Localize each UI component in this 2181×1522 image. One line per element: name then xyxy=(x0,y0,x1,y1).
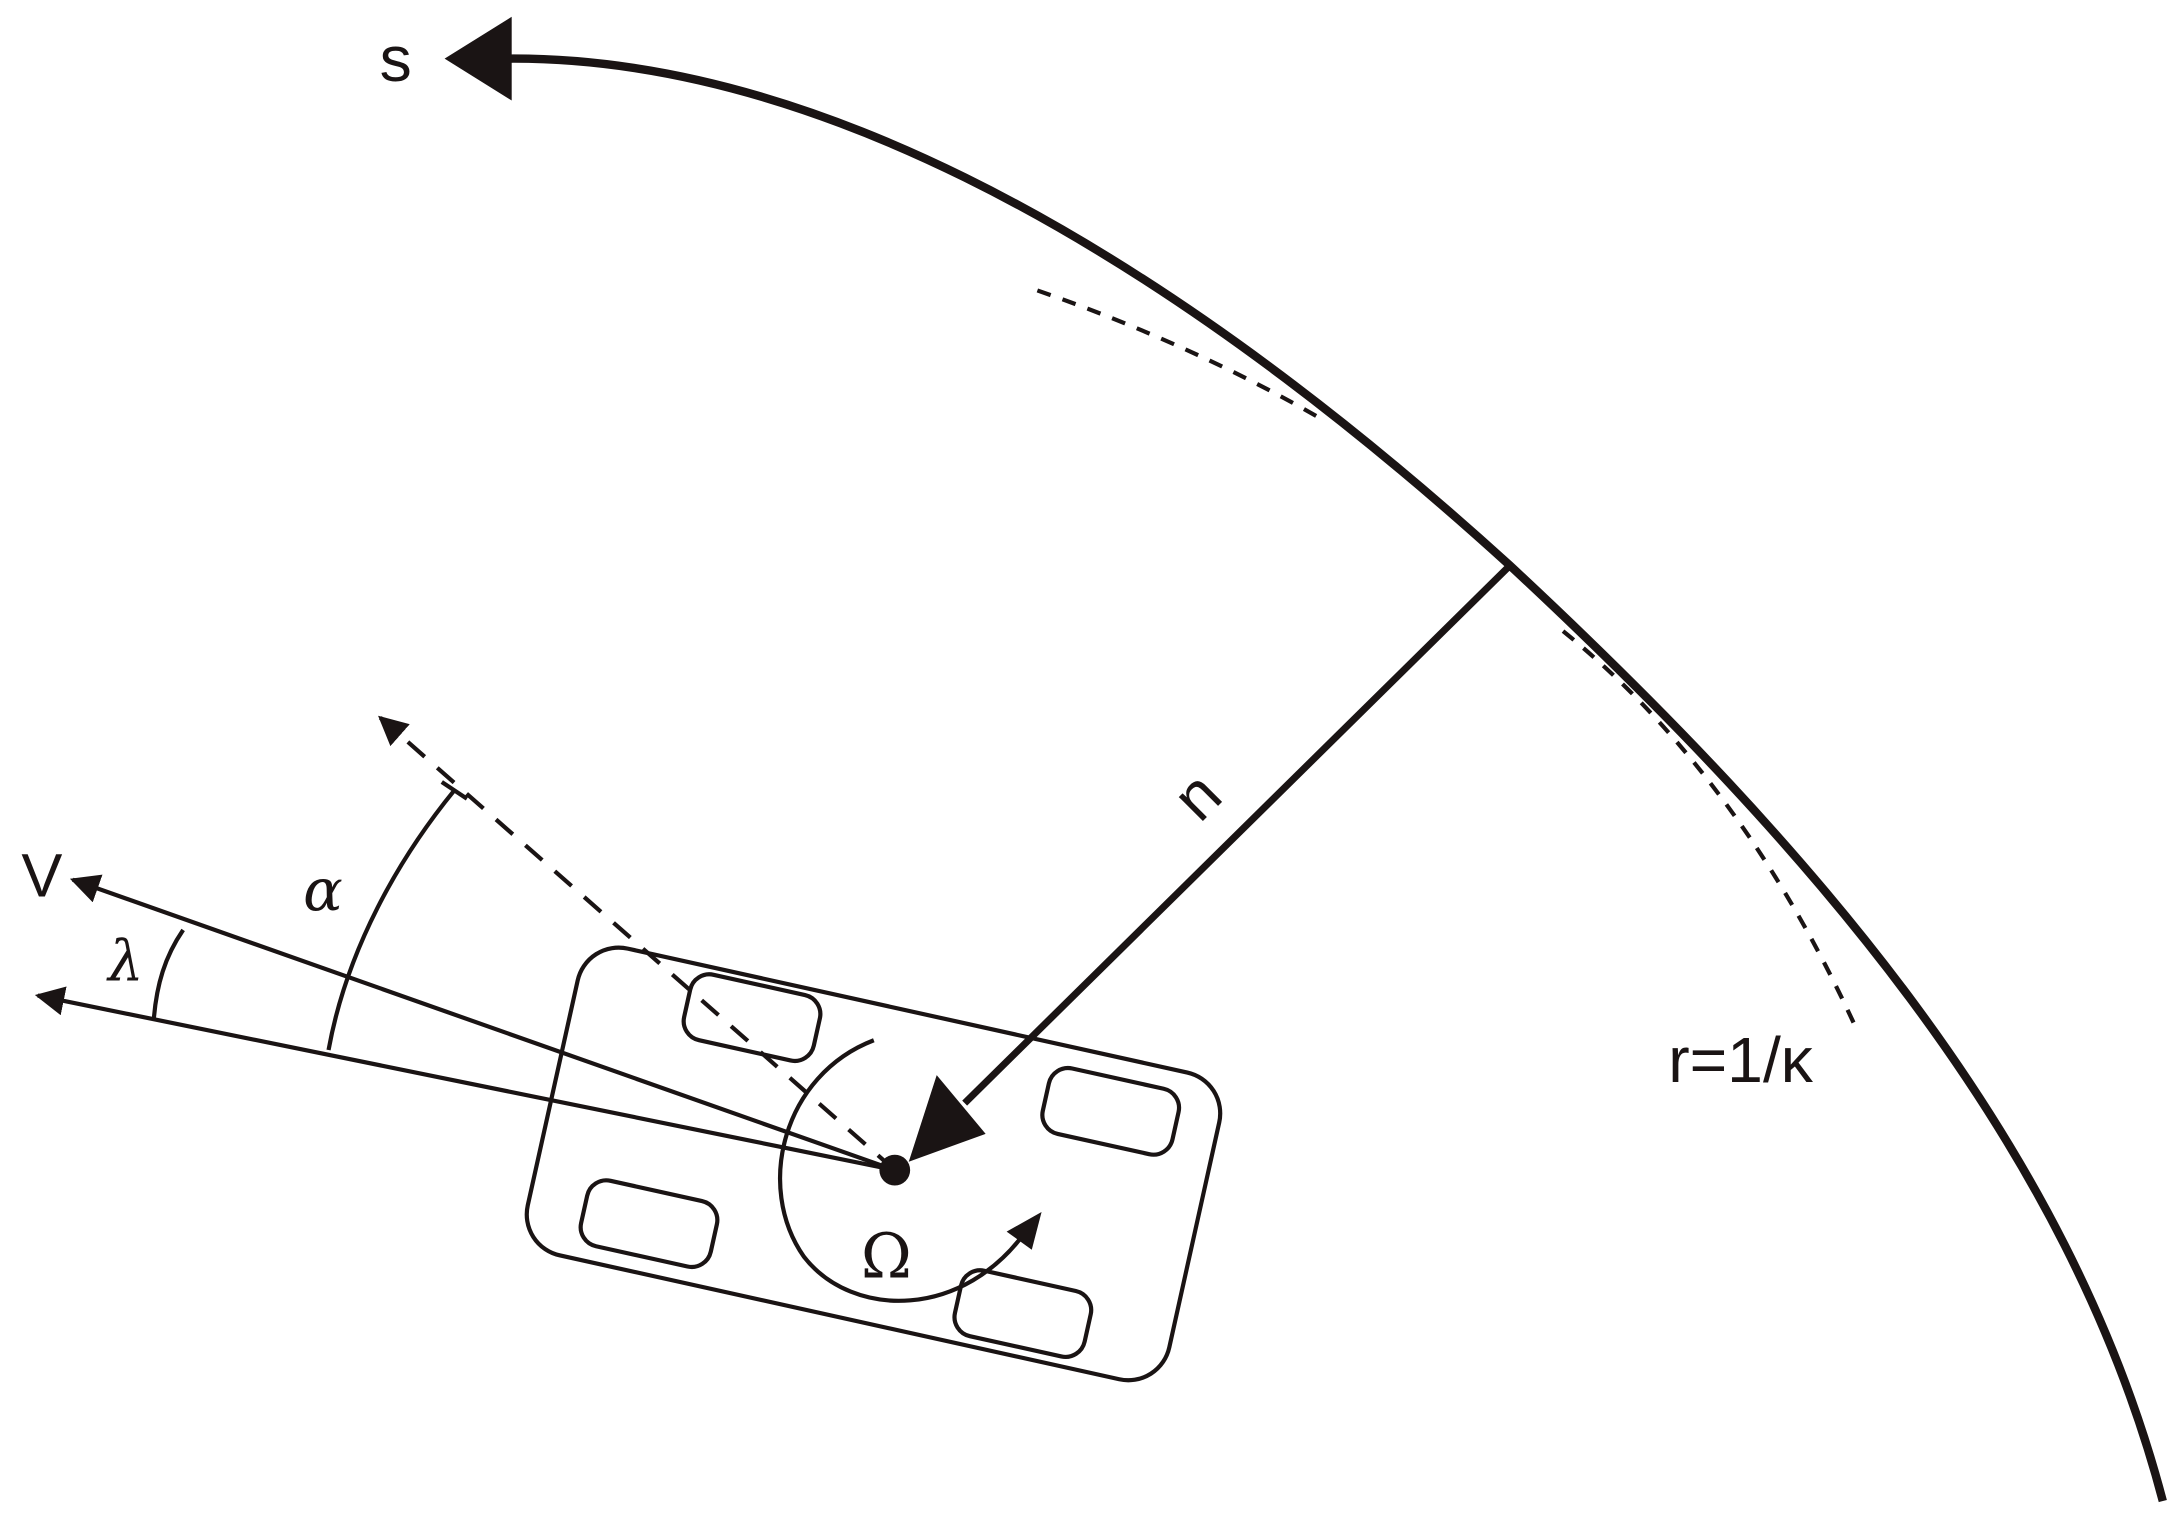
label-s: s xyxy=(380,23,412,95)
osculating-arc-lower xyxy=(1561,629,1858,1028)
wheel-rear-right xyxy=(952,1268,1094,1359)
velocity-line xyxy=(69,874,896,1173)
alpha-arc-tick xyxy=(440,780,469,801)
label-lambda: λ xyxy=(106,929,143,994)
osculating-circle xyxy=(1036,288,1858,1028)
heading-line xyxy=(378,715,897,1172)
tangent-line xyxy=(34,986,896,1173)
vehicle xyxy=(524,945,1223,1383)
normal-line xyxy=(962,563,1513,1106)
normal-arrowhead-icon xyxy=(908,1075,986,1162)
yaw-rate-arc xyxy=(777,1038,1030,1303)
label-alpha: α xyxy=(303,856,343,924)
wheel-front-right xyxy=(1040,1065,1182,1157)
label-v: V xyxy=(21,841,62,910)
vehicle-body xyxy=(524,945,1223,1383)
normal-offset: n xyxy=(908,563,1513,1162)
path-curve xyxy=(506,54,2167,1503)
label-radius: r=1/κ xyxy=(1668,1024,1814,1096)
center-of-gravity xyxy=(879,1154,911,1186)
reference-path: s xyxy=(380,16,2167,1503)
lambda-arc xyxy=(151,928,185,1020)
label-n: n xyxy=(1159,758,1235,834)
yaw-rate-arrowhead-icon xyxy=(1006,1212,1042,1250)
label-omega: Ω xyxy=(861,1222,912,1293)
alpha-arc xyxy=(326,788,456,1051)
path-arrowhead-icon xyxy=(444,16,512,101)
osculating-arc-upper xyxy=(1036,288,1323,421)
wheel-front-left xyxy=(681,972,823,1064)
wheel-rear-left xyxy=(578,1178,720,1270)
